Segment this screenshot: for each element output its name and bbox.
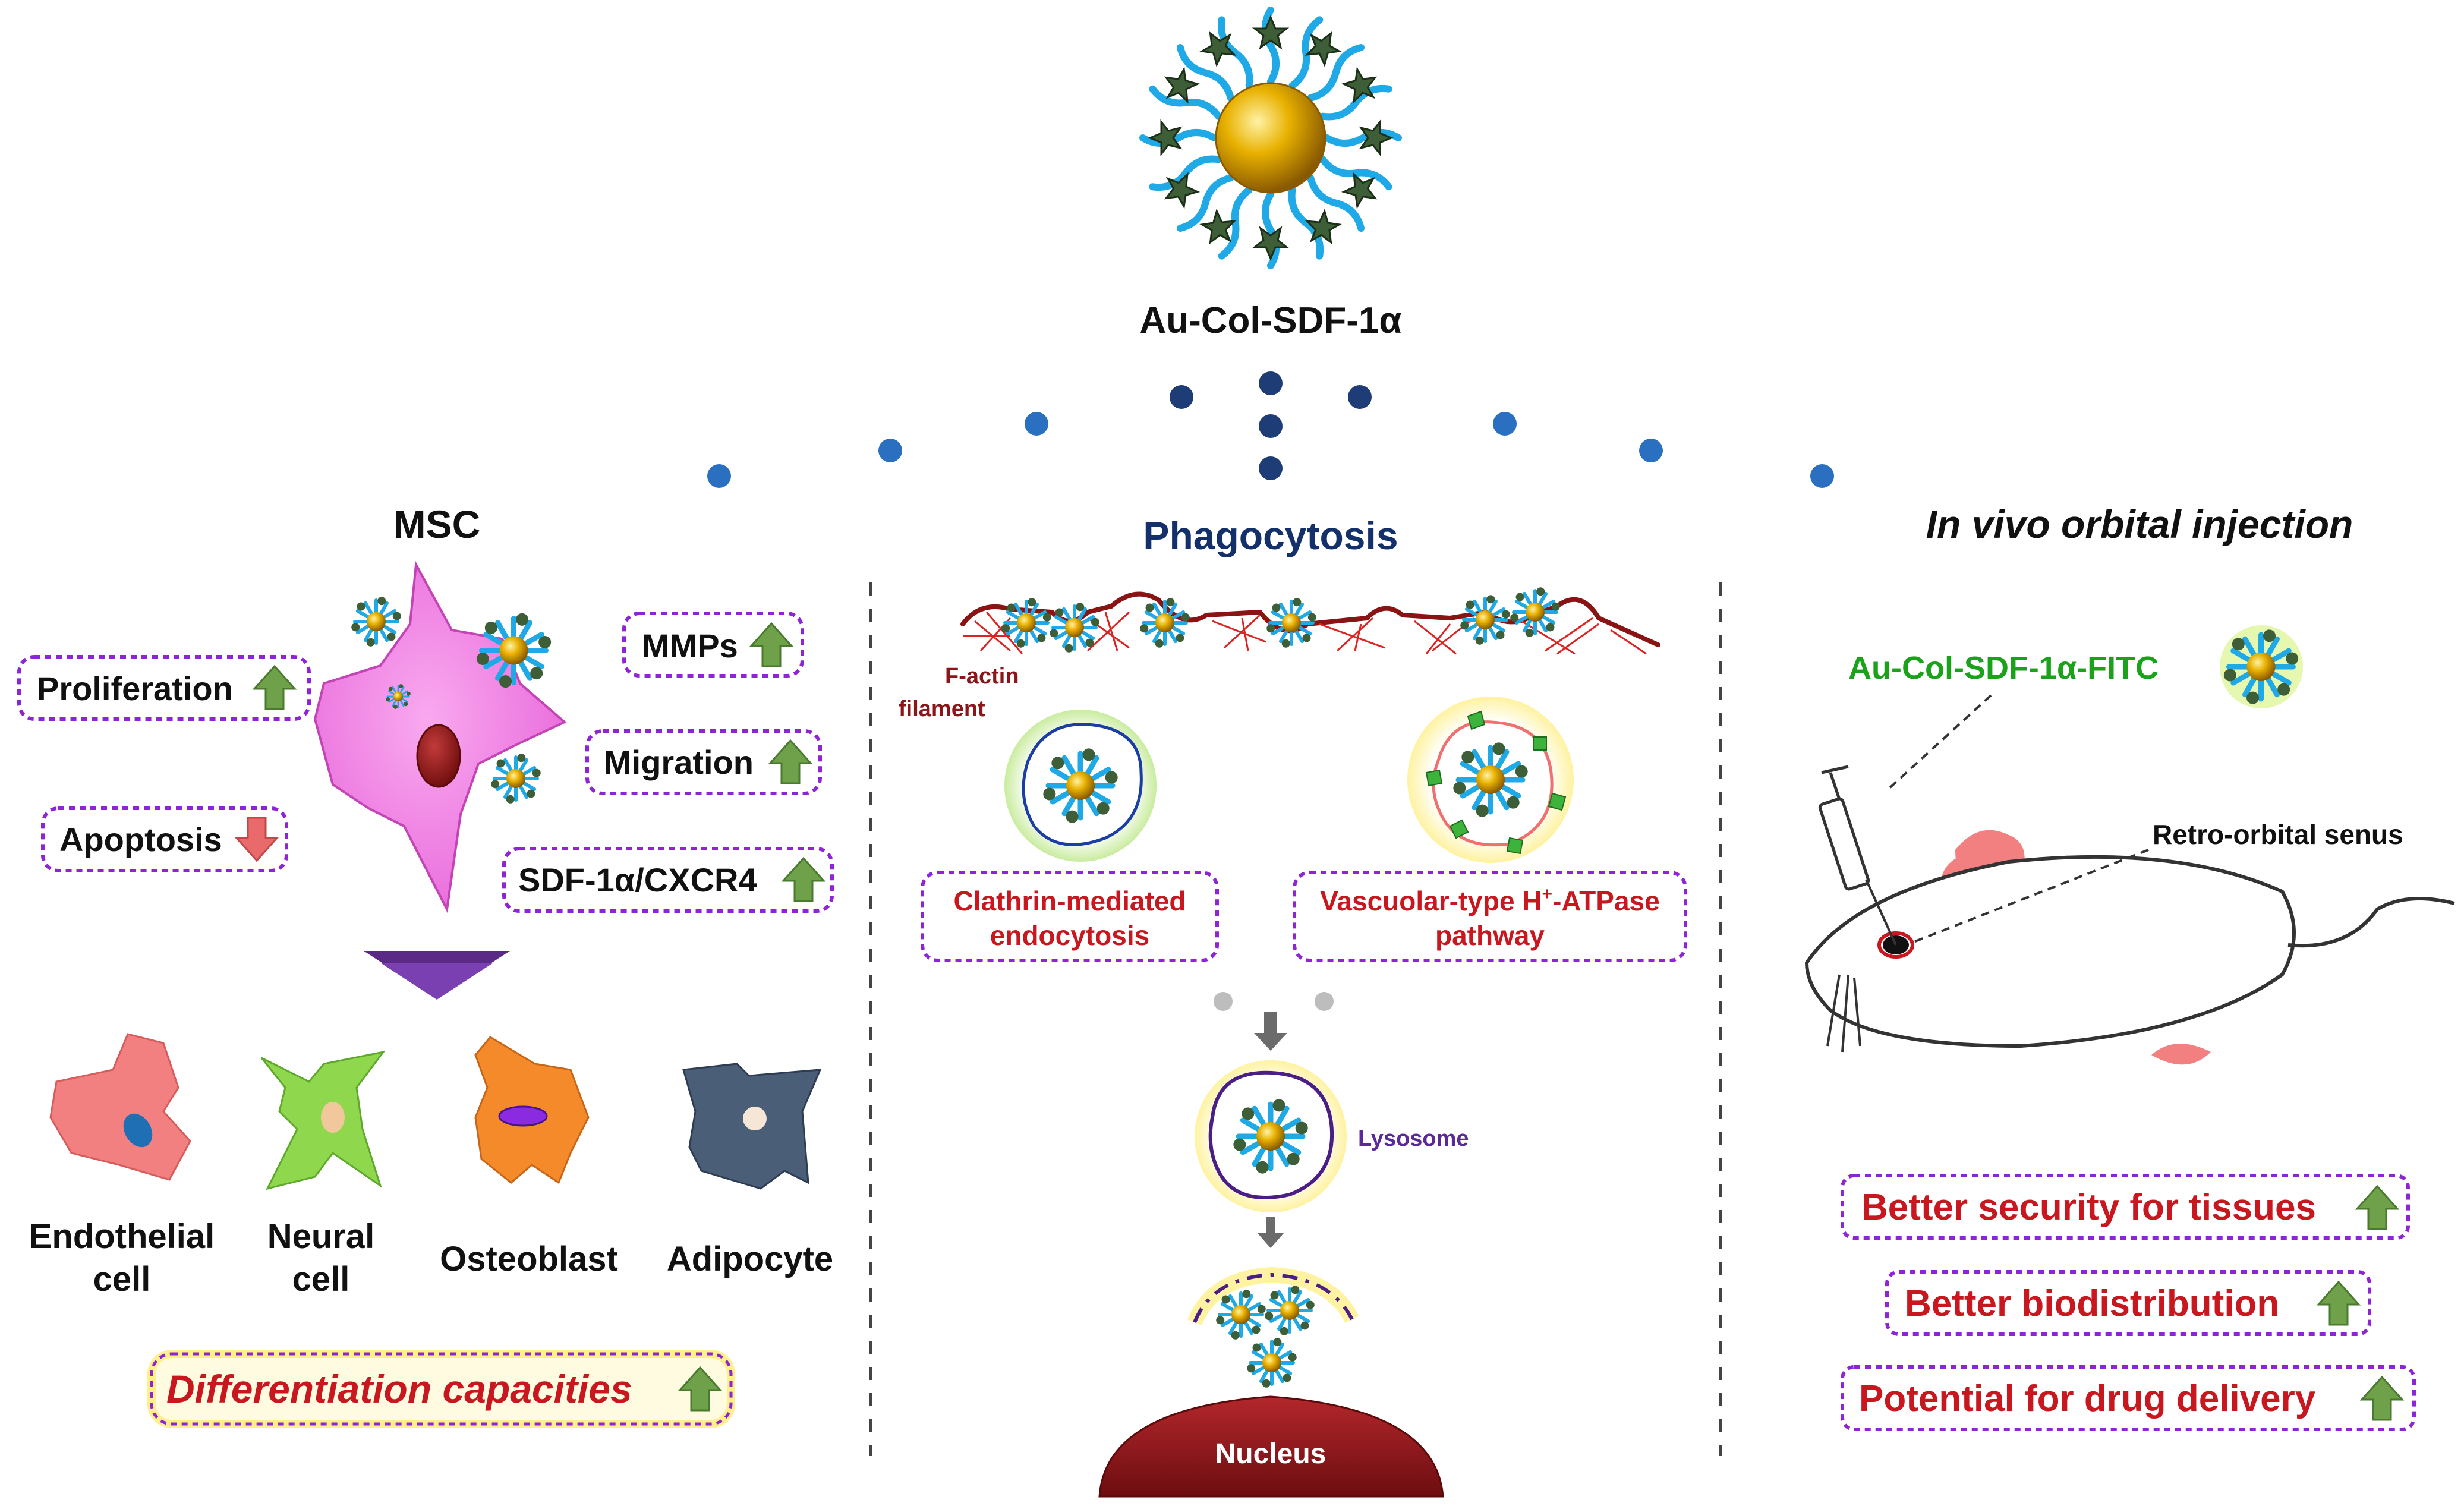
mouse: [1804, 830, 2455, 1065]
endothelial-label-1: Endothelial: [29, 1217, 215, 1256]
grey-dot: [1214, 992, 1233, 1011]
neural-label-2: cell: [292, 1260, 350, 1299]
factin-label-1: F-actin: [945, 664, 1019, 689]
retro-label: Retro-orbital senus: [2153, 819, 2403, 850]
msc-title: MSC: [393, 502, 481, 546]
benefit-label-3: Potential for drug delivery: [1859, 1378, 2316, 1419]
migration-label: Migration: [604, 743, 754, 781]
factin-label-2: filament: [899, 697, 985, 722]
mmps-box: MMPs: [622, 612, 804, 678]
apoptosis-label: Apoptosis: [59, 821, 222, 858]
lysosome: [1195, 1060, 1347, 1212]
vtype-label-1: Vascuolar-type H+-ATPase: [1320, 884, 1659, 916]
sdf-label: SDF-1α/CXCR4: [518, 861, 757, 899]
osteoblast-label: Osteoblast: [440, 1240, 618, 1278]
benefit-box-3: Potential for drug delivery: [1841, 1365, 2416, 1431]
grey-dot: [1315, 992, 1334, 1011]
branch-dots: [707, 371, 1834, 488]
benefit-box-2: Better biodistribution: [1885, 1270, 2371, 1336]
migration-box: Migration: [585, 729, 822, 795]
vtype-box: Vascuolar-type H+-ATPase pathway: [1293, 871, 1687, 962]
endothelial-label-2: cell: [93, 1260, 151, 1299]
clathrin-box: Clathrin-mediated endocytosis: [921, 871, 1219, 962]
proliferation-box: Proliferation: [17, 655, 311, 721]
differentiation-arrow-icon: [364, 951, 510, 1000]
adipocyte-label: Adipocyte: [667, 1240, 833, 1278]
top-title: Au-Col-SDF-1α: [1139, 300, 1401, 341]
broken-lysosome: [1187, 1266, 1359, 1388]
fitc-label: Au-Col-SDF-1α-FITC: [1848, 650, 2159, 686]
sdf-box: SDF-1α/CXCR4: [502, 847, 834, 913]
benefit-label-1: Better security for tissues: [1861, 1187, 2316, 1228]
nucleus-label: Nucleus: [1215, 1438, 1326, 1470]
syringe-icon: [1818, 765, 1897, 946]
arrow-down-icon: [1254, 1012, 1287, 1051]
lysosome-label: Lysosome: [1358, 1126, 1469, 1151]
vtype-label-2: pathway: [1435, 920, 1545, 951]
osteoblast-icon: [474, 1036, 590, 1184]
proliferation-label: Proliferation: [37, 670, 233, 707]
adipocyte-icon: [682, 1063, 822, 1190]
vtype-vesicle: [1407, 697, 1574, 863]
differentiation-box: Differentiation capacities: [147, 1350, 735, 1428]
nucleus: Nucleus: [1098, 1395, 1444, 1498]
mmps-label: MMPs: [642, 627, 738, 664]
neural-label-1: Neural: [267, 1217, 375, 1256]
fitc-pointer: [1886, 694, 1992, 792]
differentiation-label: Differentiation capacities: [166, 1367, 632, 1411]
clathrin-label-2: endocytosis: [990, 920, 1149, 951]
clathrin-label-1: Clathrin-mediated: [953, 886, 1186, 916]
neural-cell-icon: [260, 1050, 386, 1190]
nanoparticle-main-icon: [1143, 10, 1398, 266]
fitc-nanoparticle-icon: [2220, 625, 2303, 708]
benefit-box-1: Better security for tissues: [1841, 1174, 2410, 1240]
benefit-label-2: Better biodistribution: [1905, 1283, 2279, 1324]
arrow-down-icon: [1258, 1217, 1284, 1248]
invivo-title: In vivo orbital injection: [1926, 502, 2353, 546]
apoptosis-box: Apoptosis: [41, 806, 288, 872]
phagocytosis-title: Phagocytosis: [1143, 513, 1398, 557]
clathrin-vesicle: [1004, 710, 1157, 862]
membrane-nanoparticles: [1001, 587, 1561, 654]
endothelial-cell-icon: [49, 1033, 191, 1181]
